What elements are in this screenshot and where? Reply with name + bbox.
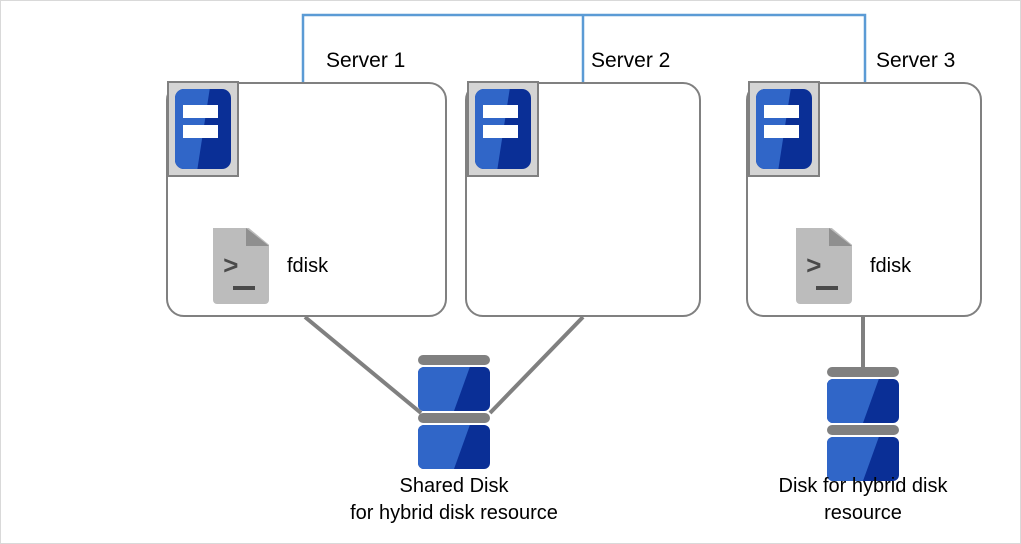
disk-bar-top — [827, 367, 899, 377]
script-prompt-glyph: > — [223, 252, 239, 282]
server-screen-3 — [756, 89, 812, 169]
disk-bar-middle — [418, 413, 490, 423]
disk-bar-top — [418, 355, 490, 365]
server-icon-1 — [167, 81, 239, 177]
fdisk-script-icon-3: > — [796, 228, 852, 304]
server-label-2: Server 2 — [591, 49, 671, 72]
disk-platter-upper — [418, 367, 490, 411]
server-screen-bar-bottom — [482, 125, 518, 138]
hybrid-disk-caption-line1: Disk for hybrid disk — [778, 475, 948, 497]
script-cursor-glyph — [233, 286, 255, 290]
server-screen-1 — [175, 89, 231, 169]
server-screen-bar-bottom — [182, 125, 218, 138]
server-screen-bar-bottom — [763, 125, 799, 138]
shared-disk-icon — [418, 355, 490, 471]
disk-platter-lower — [418, 425, 490, 469]
script-sheet — [796, 228, 852, 304]
disk-platter-upper — [827, 379, 899, 423]
fdisk-group-server3: > fdisk — [796, 228, 911, 304]
connector-server1-to-shared-disk — [303, 315, 423, 415]
hybrid-disk-icon — [827, 367, 899, 483]
server-screen-bar-top — [763, 105, 799, 118]
script-sheet — [213, 228, 269, 304]
connector-server2-to-shared-disk — [488, 315, 585, 415]
disk-platter-lower — [827, 437, 899, 481]
server-screen-bar-top — [482, 105, 518, 118]
hybrid-disk-caption-line2: resource — [824, 502, 902, 524]
fdisk-script-icon-1: > — [213, 228, 269, 304]
script-prompt-glyph: > — [806, 252, 822, 282]
shared-disk-caption: Shared Disk for hybrid disk resource — [319, 473, 589, 527]
server-icon-2 — [467, 81, 539, 177]
server-screen-2 — [475, 89, 531, 169]
shared-disk-caption-line1: Shared Disk — [399, 475, 509, 497]
fdisk-label-3: fdisk — [870, 254, 912, 277]
fdisk-label-1: fdisk — [287, 254, 329, 277]
server-screen-bar-top — [182, 105, 218, 118]
server-label-1: Server 1 — [326, 49, 406, 72]
server-icon-3 — [748, 81, 820, 177]
hybrid-disk-caption: Disk for hybrid disk resource — [749, 473, 977, 527]
script-cursor-glyph — [816, 286, 838, 290]
disk-bar-middle — [827, 425, 899, 435]
server-label-3: Server 3 — [876, 49, 956, 72]
fdisk-group-server1: > fdisk — [213, 228, 328, 304]
shared-disk-caption-line2: for hybrid disk resource — [350, 502, 558, 524]
